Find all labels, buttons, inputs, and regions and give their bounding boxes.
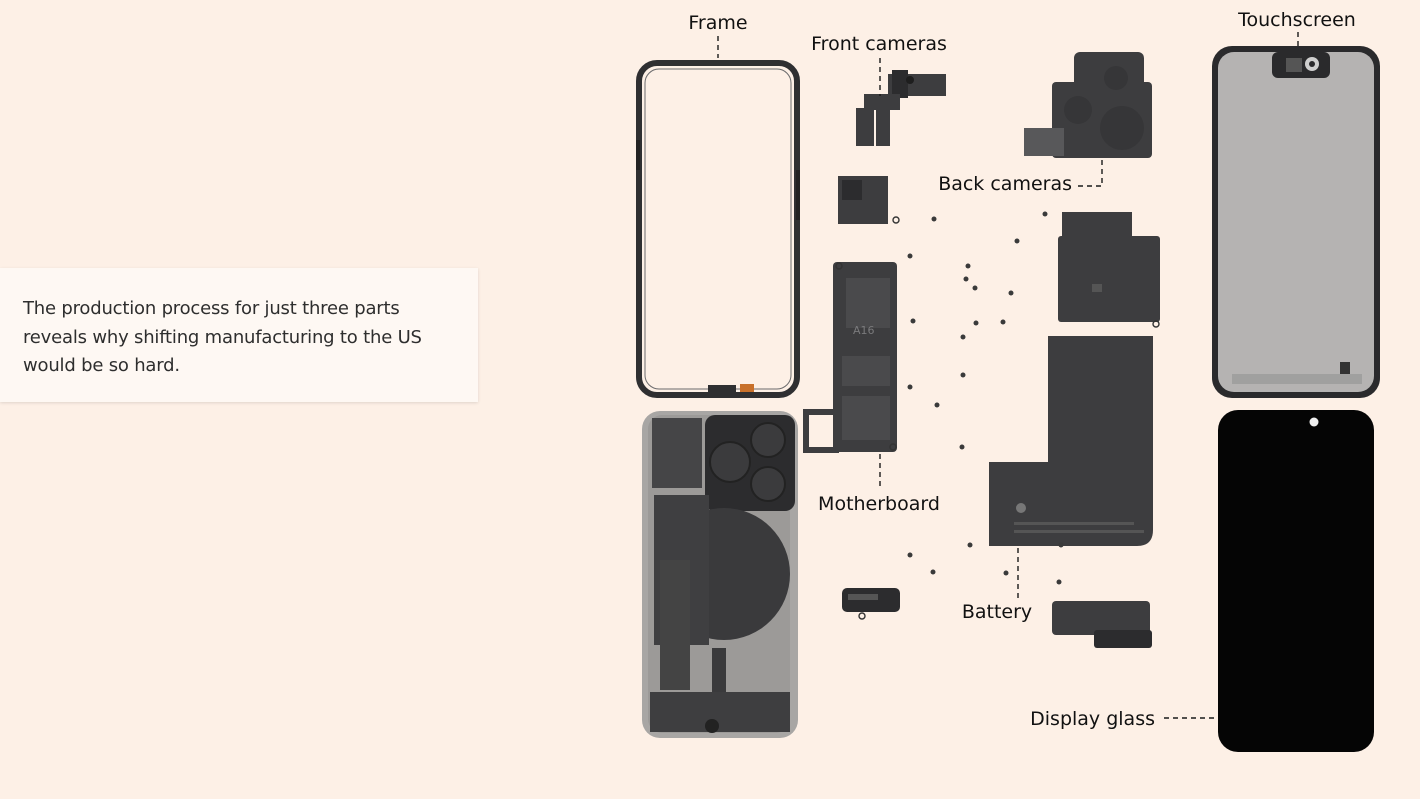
label-battery: Battery (962, 601, 1032, 623)
touchscreen-part (1212, 46, 1380, 398)
leader-lines (717, 32, 1299, 719)
label-motherboard: Motherboard (818, 493, 940, 515)
label-touchscreen: Touchscreen (1237, 9, 1356, 31)
shield-plate-part (1058, 212, 1160, 328)
back-cameras-part (1024, 52, 1152, 158)
taptic-engine-part (842, 588, 900, 620)
caption-card: The production process for just three pa… (0, 268, 478, 402)
motherboard-part: A16 (803, 262, 897, 453)
screws (907, 211, 1064, 585)
chip-label: A16 (853, 324, 875, 337)
battery-part (989, 336, 1153, 546)
speaker-module-part (838, 176, 900, 224)
back-housing-part (642, 411, 798, 738)
label-back-cameras: Back cameras (938, 173, 1072, 195)
front-cameras-part (856, 70, 946, 146)
display-glass-part (1218, 410, 1374, 752)
loudspeaker-part (1052, 601, 1152, 648)
caption-text: The production process for just three pa… (23, 298, 422, 376)
label-frame: Frame (688, 12, 747, 34)
label-display-glass: Display glass (1030, 708, 1155, 730)
label-front-cameras: Front cameras (811, 33, 947, 55)
frame-part (636, 60, 800, 398)
